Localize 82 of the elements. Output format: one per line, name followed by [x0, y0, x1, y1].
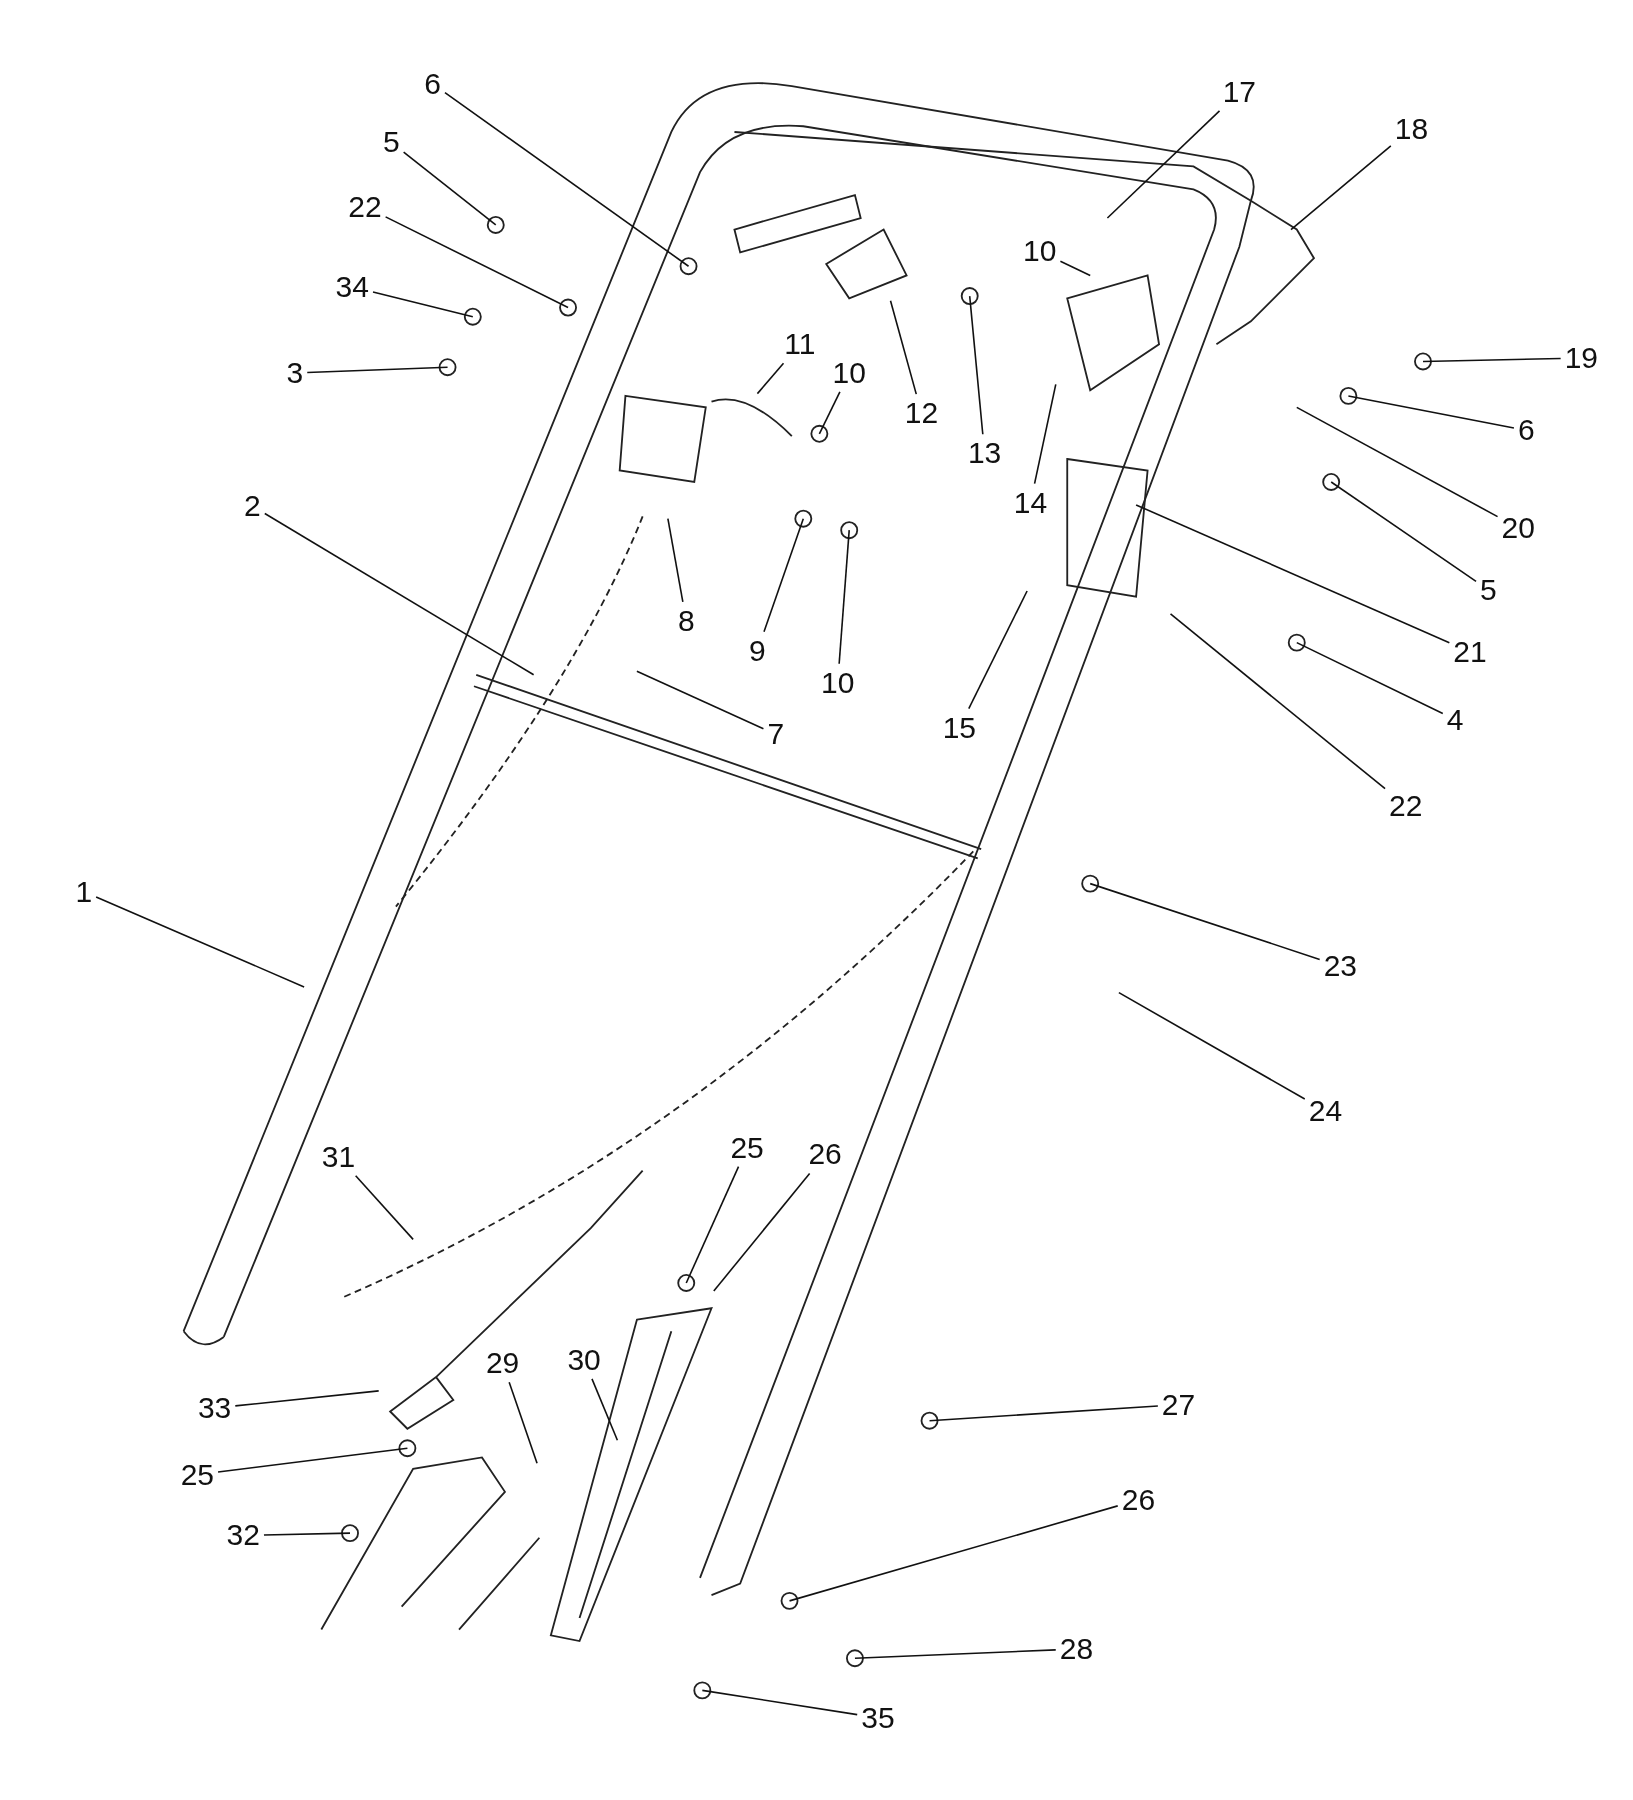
callout-number: 34 — [335, 271, 369, 302]
leader-line — [1089, 882, 1321, 961]
leader-line — [217, 1447, 409, 1473]
callout-number: 25 — [180, 1459, 215, 1490]
leader-line — [263, 1532, 351, 1536]
callout-number: 31 — [321, 1141, 356, 1172]
callout-number: 14 — [1013, 487, 1048, 518]
callout-number: 4 — [1446, 704, 1464, 735]
callout-number: 33 — [197, 1393, 232, 1424]
callout-number: 13 — [967, 438, 1002, 469]
leader-line — [838, 529, 850, 665]
leader-line — [636, 670, 765, 730]
callout-number: 5 — [382, 127, 400, 158]
callout-number: 32 — [226, 1520, 260, 1551]
callout-number: 9 — [749, 635, 766, 666]
callout-number: 6 — [424, 68, 441, 99]
callout-number: 28 — [1059, 1634, 1094, 1665]
callout-number: 20 — [1501, 512, 1535, 543]
leader-line — [788, 1505, 1119, 1602]
leader-line — [1106, 110, 1221, 219]
leader-line — [508, 1381, 538, 1464]
callout-number: 30 — [567, 1344, 601, 1375]
leader-line — [234, 1390, 380, 1407]
leader-line — [264, 512, 535, 676]
leader-line — [1422, 357, 1562, 363]
leader-line — [1135, 504, 1451, 644]
leader-line — [1290, 145, 1392, 231]
leader-line — [402, 151, 497, 226]
leader-line — [968, 295, 984, 436]
callout-number: 27 — [1161, 1389, 1196, 1420]
callout-number: 10 — [1023, 236, 1057, 267]
callout-number: 24 — [1308, 1095, 1343, 1126]
callout-number: 1 — [75, 876, 93, 907]
leader-line — [1330, 481, 1477, 583]
callout-number: 7 — [767, 719, 785, 750]
callout-number: 17 — [1222, 76, 1257, 107]
leader-line — [384, 216, 569, 309]
callout-number: 19 — [1564, 343, 1599, 374]
callout-number: 12 — [904, 398, 939, 429]
callout-number: 10 — [821, 667, 855, 698]
callout-number: 21 — [1453, 636, 1487, 667]
callout-number: 3 — [286, 357, 304, 388]
leader-line — [667, 517, 684, 603]
leader-line — [372, 291, 474, 318]
callout-number: 5 — [1480, 574, 1497, 605]
leader-line — [1169, 613, 1386, 790]
callout-number: 26 — [808, 1139, 842, 1170]
callout-number: 2 — [244, 491, 261, 522]
leader-line — [1295, 406, 1499, 518]
leader-line — [444, 91, 690, 268]
leader-line — [354, 1174, 414, 1241]
callout-number: 23 — [1323, 951, 1358, 982]
callout-number: 26 — [1121, 1484, 1156, 1515]
leader-line — [889, 299, 918, 395]
leader-line — [1347, 395, 1515, 429]
callout-number: 22 — [348, 191, 382, 222]
leader-line — [591, 1378, 619, 1441]
leader-line — [1295, 641, 1444, 715]
leader-line — [763, 517, 805, 633]
callout-number: 10 — [832, 357, 866, 388]
callout-number: 22 — [1389, 790, 1423, 821]
leader-line — [818, 391, 841, 435]
leader-line — [1033, 383, 1057, 485]
callout-number: 29 — [485, 1348, 520, 1379]
leader-line — [854, 1649, 1057, 1660]
leader-line — [968, 590, 1028, 710]
leader-line — [685, 1165, 740, 1284]
leader-line — [713, 1172, 811, 1292]
callout-number: 18 — [1394, 113, 1429, 144]
leader-line — [1059, 260, 1091, 277]
callout-number: 25 — [730, 1132, 764, 1163]
callout-number: 8 — [677, 605, 695, 636]
leader-line — [756, 362, 785, 395]
callout-number: 11 — [784, 329, 816, 360]
callout-number: 6 — [1517, 415, 1535, 446]
leader-line — [701, 1689, 858, 1716]
leader-line — [95, 896, 305, 988]
leader-line — [1118, 991, 1306, 1100]
callout-number: 35 — [861, 1702, 895, 1733]
leader-line — [928, 1405, 1159, 1422]
leader-line — [306, 366, 449, 374]
callout-number: 15 — [942, 712, 977, 743]
